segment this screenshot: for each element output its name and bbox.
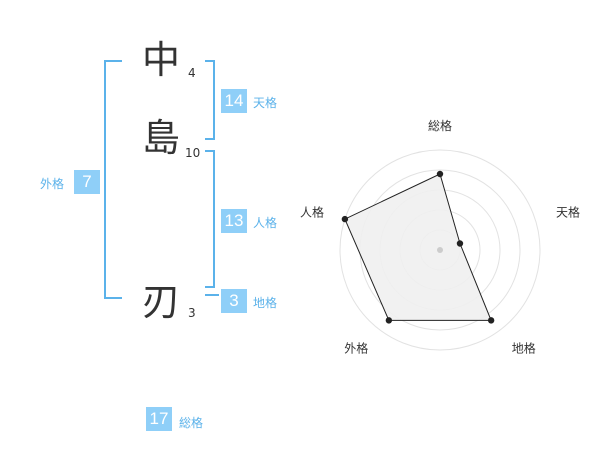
radar-point-5 xyxy=(341,215,349,223)
chikaku-value: 3 xyxy=(221,289,247,313)
name-char-1: 中 xyxy=(142,38,181,82)
tenkaku-value: 14 xyxy=(221,89,247,113)
radar-label-4: 外格 xyxy=(344,341,368,356)
jinkaku-label: 人格 xyxy=(253,216,278,230)
chikaku-bracket xyxy=(205,294,219,300)
stroke-count-1: 4 xyxy=(188,66,196,80)
jinkaku-bracket xyxy=(205,150,215,288)
radar-label-3: 地格 xyxy=(512,341,536,356)
name-char-3: 刃 xyxy=(142,280,181,324)
jinkaku-value: 13 xyxy=(221,209,247,233)
name-char-2: 島 xyxy=(142,116,181,160)
stroke-count-3: 3 xyxy=(188,306,196,320)
gaikaku-label: 外格 xyxy=(40,177,65,191)
radar-point-2 xyxy=(456,240,464,247)
radar-ring-5 xyxy=(339,149,541,351)
gaikaku-value: 7 xyxy=(74,170,100,194)
radar-point-4 xyxy=(385,317,393,324)
chikaku-label: 地格 xyxy=(253,296,278,310)
soukaku-value: 17 xyxy=(146,407,172,431)
stroke-count-2: 10 xyxy=(185,146,201,160)
radar-point-1 xyxy=(436,170,444,178)
radar-point-3 xyxy=(487,317,495,324)
radar-label-5: 人格 xyxy=(300,204,324,219)
soukaku-label: 総格 xyxy=(179,416,204,430)
tenkaku-bracket xyxy=(205,60,215,140)
tenkaku-label: 天格 xyxy=(253,96,278,110)
radar-center xyxy=(437,247,443,253)
radar-label-1: 総格 xyxy=(428,118,452,133)
radar-area xyxy=(344,173,492,321)
gaikaku-bracket xyxy=(104,60,122,299)
radar-label-2: 天格 xyxy=(556,204,580,219)
